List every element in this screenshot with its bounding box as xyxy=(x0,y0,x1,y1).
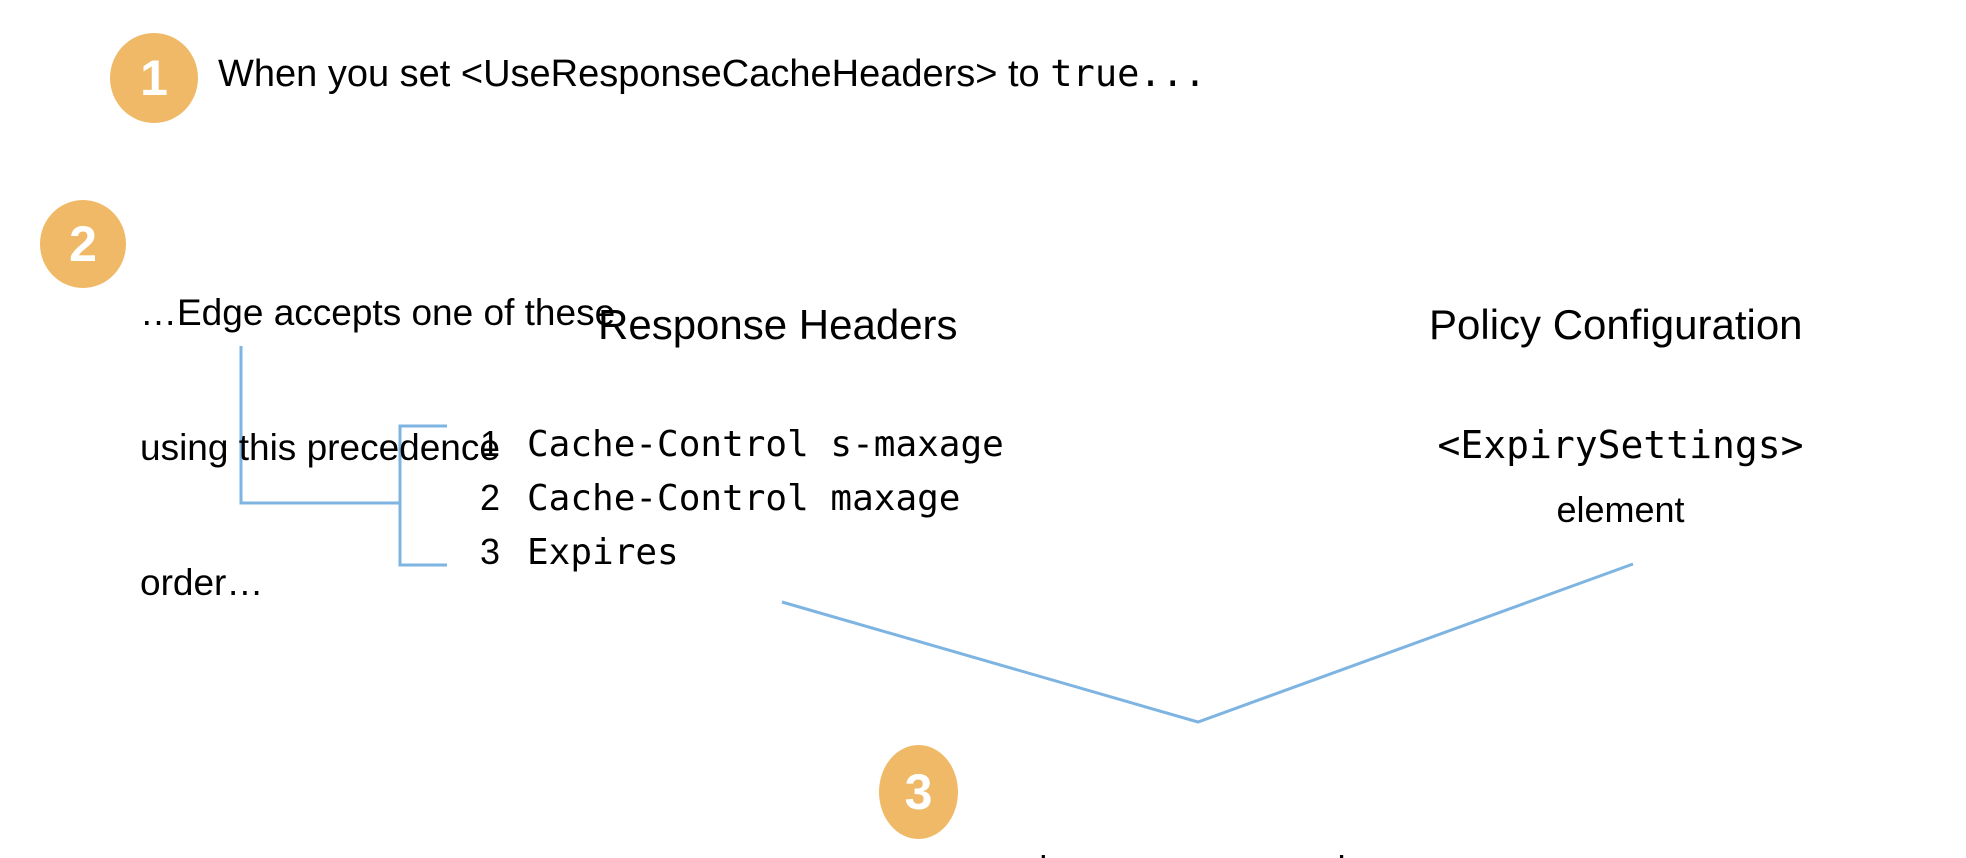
header-item-1-rank: 1 xyxy=(480,423,501,464)
header-item-2: 2 Cache-Control maxage xyxy=(480,471,1004,525)
precedence-connector-line xyxy=(239,346,399,505)
step-3-line-1: …then compares and uses xyxy=(963,846,1463,858)
step-2-line-3: order… xyxy=(140,562,264,603)
step-1-number: 1 xyxy=(140,50,168,106)
step-3-number: 3 xyxy=(904,764,933,820)
header-item-2-rank: 2 xyxy=(480,477,501,518)
header-item-3: 3 Expires xyxy=(480,525,1004,579)
header-item-3-code: Expires xyxy=(527,531,679,573)
step-1-text: When you set <UseResponseCacheHeaders> t… xyxy=(218,50,1206,98)
compare-funnel-line xyxy=(781,562,1634,724)
response-headers-title: Response Headers xyxy=(598,301,958,348)
step-2-number: 2 xyxy=(69,216,97,272)
step-1-code-true: true... xyxy=(1050,52,1207,95)
step-3-badge: 3 xyxy=(879,745,958,839)
step-2-line-2: using this precedence xyxy=(140,427,500,468)
step-2-badge: 2 xyxy=(40,200,126,288)
header-item-2-code: Cache-Control maxage xyxy=(527,477,961,519)
step-2-text: …Edge accepts one of these using this pr… xyxy=(140,200,615,695)
policy-configuration-title: Policy Configuration xyxy=(1429,301,1803,348)
list-bracket-line xyxy=(398,424,447,567)
expiry-settings-code: <ExpirySettings> xyxy=(1437,423,1804,467)
step-1-text-prefix: When you set <UseResponseCacheHeaders> t… xyxy=(218,53,1051,95)
step-1-badge: 1 xyxy=(110,33,198,123)
header-item-3-rank: 3 xyxy=(480,531,501,572)
header-item-1-code: Cache-Control s-maxage xyxy=(527,423,1004,465)
header-item-1: 1 Cache-Control s-maxage xyxy=(480,417,1004,471)
step-2-line-1: …Edge accepts one of these xyxy=(140,292,616,333)
expiry-settings-caption: element xyxy=(1556,489,1685,530)
response-headers-list: 1 Cache-Control s-maxage 2 Cache-Control… xyxy=(480,417,1004,579)
step-3-text: …then compares and uses the lesser of th… xyxy=(963,750,1463,858)
